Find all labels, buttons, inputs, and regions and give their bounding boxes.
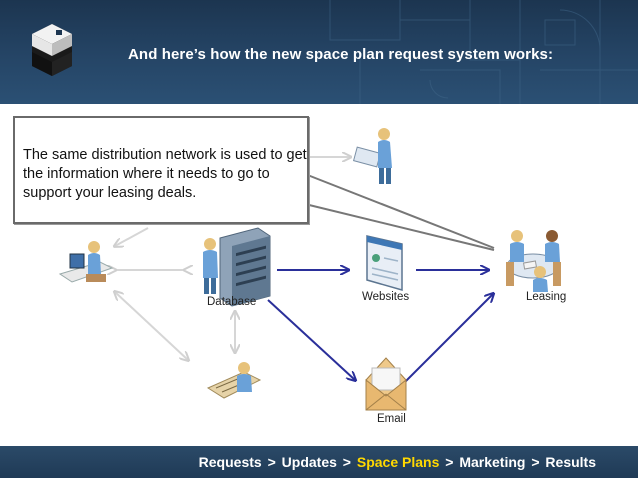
arrow-database-to-email bbox=[267, 299, 355, 380]
leasing-label: Leasing bbox=[526, 291, 567, 303]
inactive-connectors bbox=[115, 157, 350, 360]
callout-box: The same distribution network is used to… bbox=[13, 116, 309, 224]
distribution-diagram bbox=[58, 128, 561, 411]
breadcrumb-item-updates[interactable]: Updates bbox=[281, 454, 337, 470]
gray-arrow-to-left-worker bbox=[115, 227, 149, 246]
breadcrumb-separator: > bbox=[527, 454, 544, 470]
breadcrumb-separator: > bbox=[338, 454, 355, 470]
gray-arrow-diagonal-left bbox=[115, 292, 188, 360]
worker-desk-left-icon bbox=[58, 241, 114, 283]
arrow-email-to-leasing bbox=[404, 294, 493, 383]
email-label: Email bbox=[377, 413, 406, 425]
page-title: And here’s how the new space plan reques… bbox=[128, 46, 554, 63]
footer-bar: Requests > Updates > Space Plans > Marke… bbox=[0, 446, 638, 478]
blueprint-background bbox=[329, 0, 638, 104]
header-banner: And here’s how the new space plan reques… bbox=[0, 0, 638, 104]
callout-text: The same distribution network is used to… bbox=[23, 147, 307, 201]
worker-clipboard-icon bbox=[352, 128, 392, 184]
leasing-meeting-icon bbox=[506, 230, 561, 292]
database-label: Database bbox=[207, 296, 257, 308]
breadcrumb-item-space-plans[interactable]: Space Plans bbox=[356, 454, 440, 470]
breadcrumb-separator: > bbox=[441, 454, 458, 470]
email-envelope-icon bbox=[365, 357, 407, 411]
company-logo-icon bbox=[32, 24, 72, 76]
breadcrumb-item-requests[interactable]: Requests bbox=[198, 454, 262, 470]
worker-desk-bottom-icon bbox=[206, 362, 262, 399]
active-connectors bbox=[267, 270, 493, 383]
websites-label: Websites bbox=[362, 291, 410, 303]
breadcrumb-item-marketing[interactable]: Marketing bbox=[459, 454, 526, 470]
breadcrumb-separator: > bbox=[263, 454, 280, 470]
database-server-icon bbox=[203, 227, 271, 307]
breadcrumb: Requests > Updates > Space Plans > Marke… bbox=[199, 454, 596, 470]
website-browser-icon bbox=[366, 235, 403, 291]
callout-pointer bbox=[304, 173, 495, 251]
breadcrumb-item-results[interactable]: Results bbox=[545, 454, 596, 470]
